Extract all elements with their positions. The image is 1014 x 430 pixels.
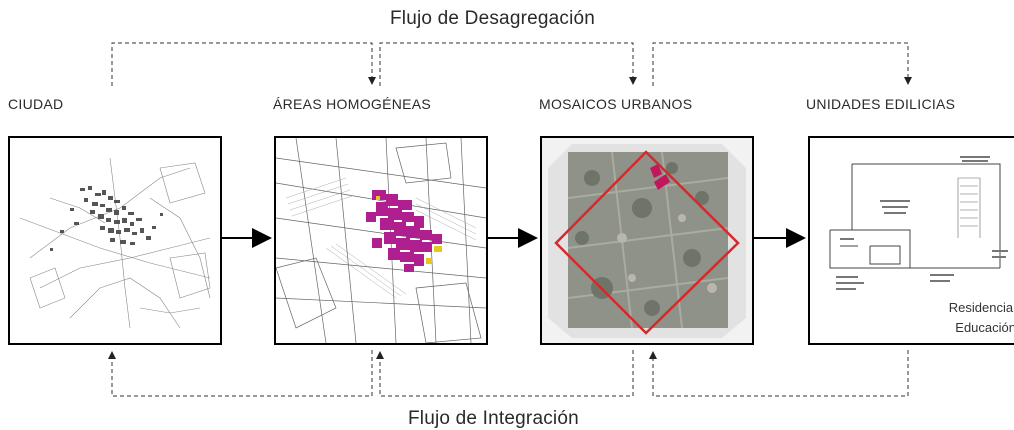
caption-residencial: Residencial: [948, 300, 1014, 315]
magenta-zone: [366, 190, 442, 272]
urban-mosaic-aerial-image: [542, 138, 752, 343]
yellow-zone: [376, 196, 442, 264]
caption-educacion: Educación: [955, 320, 1014, 335]
disaggregation-connectors: [111, 42, 912, 86]
building-plan-image: [829, 156, 1008, 290]
disaggregation-flow-title: Flujo de Desagregación: [390, 8, 596, 29]
stage-label-unidades-edilicias: UNIDADES EDILICIAS: [806, 96, 956, 112]
mosaic-frame: [554, 150, 740, 335]
building-use-caption: Residencial Educación: [949, 298, 1014, 338]
panel-areas-homogeneas: [274, 136, 488, 345]
panel-unidades-edilicias: Residencial Educación: [808, 136, 1014, 345]
city-map-image: [19, 157, 211, 329]
stage-label-mosaicos-urbanos: MOSAICOS URBANOS: [539, 96, 693, 112]
stage-label-areas-homogeneas: ÁREAS HOMOGÉNEAS: [273, 96, 432, 112]
panel-mosaicos-urbanos: [540, 136, 754, 345]
integration-flow-title: Flujo de Integración: [408, 408, 579, 429]
panel-ciudad: [8, 136, 222, 345]
homogeneous-areas-map-image: [276, 138, 486, 343]
integration-connectors: [108, 350, 909, 397]
stage-label-ciudad: CIUDAD: [8, 96, 64, 112]
